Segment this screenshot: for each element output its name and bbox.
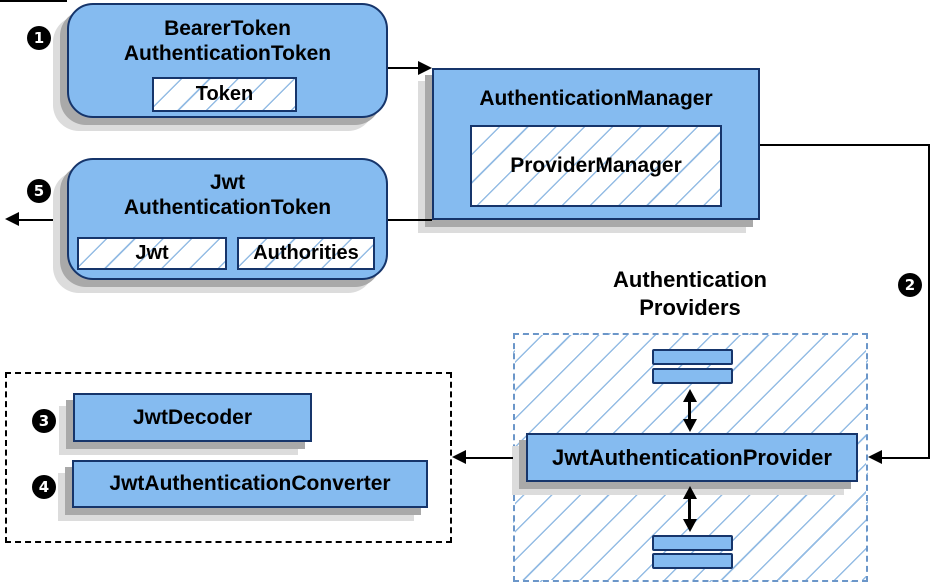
- jwt-authentication-provider-node: JwtAuthenticationProvider: [526, 433, 858, 482]
- step-3-number: 3: [38, 412, 50, 430]
- authentication-manager-node: AuthenticationManager ProviderManager: [432, 68, 760, 220]
- step-2-number: 2: [904, 276, 916, 294]
- authorities-field: Authorities: [237, 237, 375, 270]
- token-field-label: Token: [195, 83, 254, 105]
- decoder-converter-group: [5, 372, 452, 543]
- manager-to-provider-line-bottom: [882, 457, 930, 459]
- jwt-authentication-converter-title: JwtAuthenticationConverter: [109, 472, 391, 495]
- provider-manager-box: ProviderManager: [470, 125, 722, 207]
- arrowhead-left-icon: [452, 450, 466, 464]
- step-3-badge: 3: [32, 409, 56, 433]
- bearer-to-manager-line: [388, 67, 420, 69]
- incoming-request-line: [0, 0, 67, 2]
- jwt-field: Jwt: [77, 237, 227, 270]
- arrowhead-up-icon: [683, 486, 697, 499]
- provider-stack-bar: [652, 368, 733, 384]
- provider-stack-link-top: [688, 399, 691, 421]
- jwt-authentication-token-title: Jwt AuthenticationToken: [123, 171, 332, 219]
- step-2-badge: 2: [898, 273, 922, 297]
- arrowhead-left-icon: [5, 212, 19, 226]
- provider-stack-link-bottom: [688, 496, 691, 520]
- step-4-badge: 4: [32, 475, 56, 499]
- step-4-number: 4: [38, 478, 50, 496]
- provider-stack-bar: [652, 535, 733, 551]
- authorities-field-label: Authorities: [253, 242, 359, 264]
- jwt-decoder-node: JwtDecoder: [73, 393, 312, 442]
- manager-to-provider-line-top: [760, 144, 930, 146]
- arrowhead-down-icon: [683, 519, 697, 532]
- jwt-decoder-title: JwtDecoder: [132, 405, 253, 429]
- arrowhead-left-icon: [868, 450, 882, 464]
- jwt-authentication-provider-title: JwtAuthenticationProvider: [552, 444, 832, 470]
- provider-stack-bar: [652, 553, 733, 569]
- provider-stack-bar: [652, 349, 733, 365]
- step-5-badge: 5: [27, 179, 51, 203]
- bearer-token-authentication-token-title: BearerToken AuthenticationToken: [123, 17, 332, 65]
- provider-to-decoder-line: [464, 457, 513, 459]
- step-1-badge: 1: [27, 26, 51, 50]
- authentication-manager-title: AuthenticationManager: [479, 87, 713, 110]
- arrowhead-up-icon: [683, 389, 697, 402]
- token-field: Token: [152, 77, 297, 112]
- step-1-number: 1: [33, 29, 45, 47]
- authentication-providers-title: Authentication Providers: [613, 267, 767, 320]
- manager-to-provider-line-right: [928, 144, 930, 459]
- jwt-token-out-line: [17, 219, 67, 221]
- arrowhead-down-icon: [683, 419, 697, 432]
- jwt-field-label: Jwt: [135, 242, 169, 264]
- step-5-number: 5: [33, 182, 45, 200]
- arrowhead-right-icon: [418, 61, 432, 75]
- jwt-authentication-converter-node: JwtAuthenticationConverter: [72, 460, 428, 508]
- manager-to-jwt-token-line: [388, 219, 432, 221]
- provider-manager-label: ProviderManager: [510, 154, 682, 177]
- bearer-token-authentication-token-node: BearerToken AuthenticationToken Token: [67, 3, 388, 118]
- jwt-authentication-token-node: Jwt AuthenticationToken Jwt Authorities: [67, 158, 388, 280]
